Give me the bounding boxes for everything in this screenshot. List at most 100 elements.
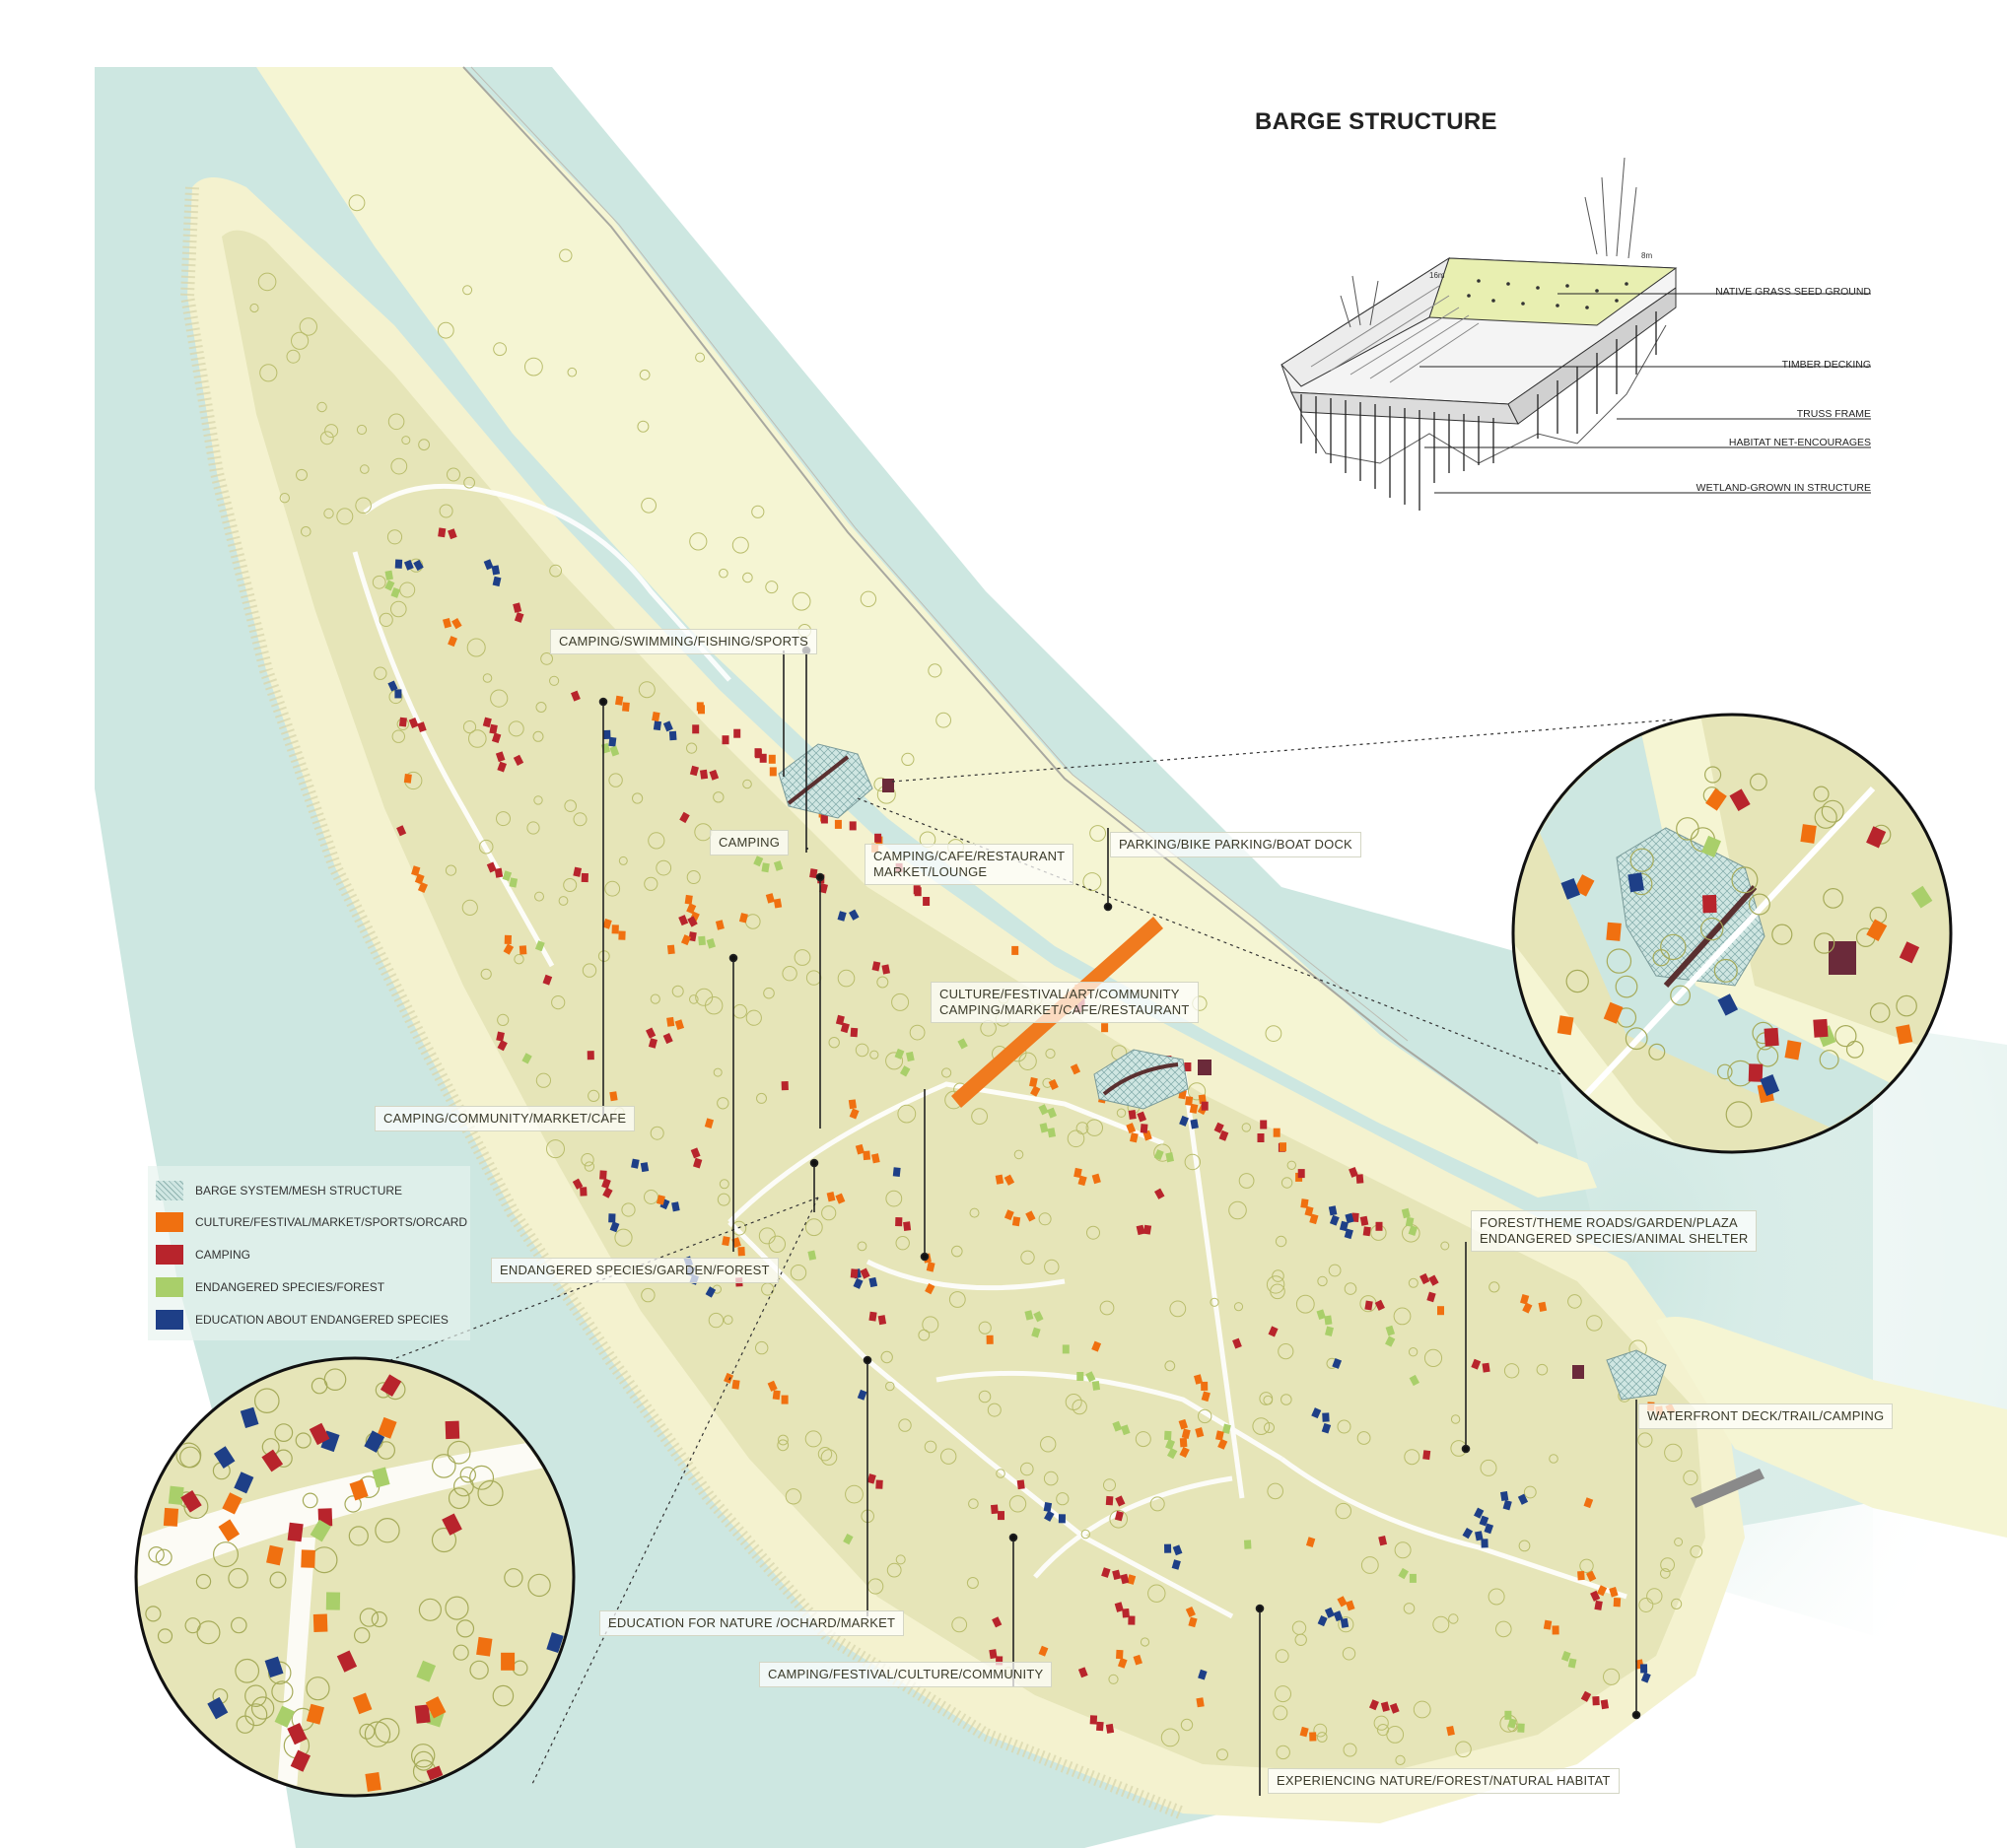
- tree: [493, 342, 508, 357]
- building: [1179, 1437, 1188, 1448]
- building: [491, 565, 501, 576]
- building: [1194, 1374, 1204, 1385]
- tree: [785, 1488, 802, 1505]
- building: [706, 937, 716, 949]
- tree: [563, 878, 578, 892]
- building: [722, 1236, 730, 1247]
- building: [1517, 1723, 1525, 1733]
- tree: [1252, 1417, 1271, 1435]
- detail-building: [1717, 993, 1739, 1016]
- building: [1437, 1306, 1444, 1316]
- tree: [1008, 1495, 1027, 1513]
- tree: [1338, 1616, 1354, 1633]
- tree: [496, 811, 511, 827]
- tree: [468, 729, 487, 748]
- tree: [567, 367, 578, 377]
- building: [686, 903, 697, 915]
- tree: [1116, 1108, 1127, 1118]
- tree: [1386, 1726, 1405, 1744]
- building: [1380, 1701, 1390, 1712]
- tree: [1099, 1300, 1115, 1316]
- tree: [355, 497, 372, 514]
- tree: [390, 457, 408, 475]
- barge-label-timber-decking: TIMBER DECKING: [1781, 359, 1871, 371]
- building: [482, 717, 492, 728]
- detail-building: [290, 1749, 311, 1772]
- building: [1188, 1616, 1198, 1628]
- tree: [885, 1190, 903, 1207]
- building: [1309, 1213, 1319, 1225]
- tree: [768, 1235, 786, 1254]
- zone-label-camping-swimming: CAMPING/SWIMMING/FISHING/SPORTS: [550, 629, 817, 654]
- building: [1567, 1658, 1577, 1669]
- building: [1172, 1544, 1183, 1556]
- barge-middle: [1093, 1049, 1211, 1110]
- tree: [650, 1126, 664, 1140]
- detail-building: [1701, 835, 1721, 857]
- building: [1560, 1650, 1571, 1662]
- tree: [1480, 1459, 1497, 1476]
- detail-building: [261, 1449, 284, 1472]
- building: [1428, 1274, 1439, 1286]
- detail-tree: [375, 1517, 400, 1543]
- building: [850, 1268, 859, 1278]
- tree: [1238, 1173, 1255, 1189]
- building: [923, 897, 931, 906]
- building: [698, 705, 705, 715]
- building: [1640, 1664, 1648, 1674]
- tree: [299, 317, 317, 336]
- detail-building: [425, 1696, 447, 1719]
- tree: [901, 752, 915, 767]
- building: [581, 872, 588, 883]
- legend-item-endangered: ENDANGERED SPECIES/FOREST: [156, 1276, 384, 1298]
- detail-building: [1764, 1027, 1779, 1047]
- building: [849, 909, 860, 921]
- tree: [742, 572, 753, 583]
- detail-tree: [213, 1541, 240, 1568]
- tree: [671, 985, 684, 997]
- building: [1504, 1710, 1512, 1720]
- tree: [1180, 1718, 1194, 1732]
- detail-building: [1784, 1040, 1802, 1061]
- building: [662, 1033, 673, 1045]
- building: [1130, 1132, 1139, 1143]
- tree: [928, 663, 942, 678]
- tree: [1264, 1422, 1275, 1433]
- detail-tree: [1713, 958, 1738, 983]
- barge-label-wetland: WETLAND-GROWN IN STRUCTURE: [1696, 482, 1871, 494]
- building: [894, 1048, 905, 1060]
- tree: [618, 856, 628, 865]
- building: [1185, 1096, 1194, 1106]
- building: [709, 769, 720, 781]
- tree: [301, 526, 311, 537]
- building: [925, 1283, 935, 1295]
- building: [1583, 1497, 1594, 1509]
- building: [1362, 1226, 1371, 1237]
- tree: [286, 349, 301, 364]
- tree: [1603, 1668, 1621, 1685]
- building: [759, 753, 767, 763]
- building: [497, 761, 508, 773]
- building: [995, 1174, 1004, 1185]
- building: [1499, 1491, 1509, 1501]
- building: [1048, 1078, 1059, 1091]
- tree: [978, 1390, 992, 1403]
- detail-tree: [195, 1573, 212, 1590]
- building: [1091, 1173, 1101, 1185]
- detail-tree: [1821, 799, 1844, 823]
- detail-tree: [1629, 848, 1654, 872]
- detail-tree: [1823, 888, 1843, 909]
- tree: [1295, 1294, 1315, 1314]
- tree: [462, 720, 477, 734]
- tree: [935, 712, 951, 728]
- tree: [1291, 1620, 1307, 1635]
- tree: [641, 497, 657, 513]
- tree: [549, 564, 562, 578]
- building: [571, 690, 581, 702]
- building: [1213, 1122, 1224, 1133]
- tree: [968, 1498, 979, 1509]
- detail-tree: [527, 1573, 551, 1598]
- building: [1038, 1645, 1049, 1657]
- building: [781, 1395, 789, 1404]
- building: [1217, 1438, 1228, 1450]
